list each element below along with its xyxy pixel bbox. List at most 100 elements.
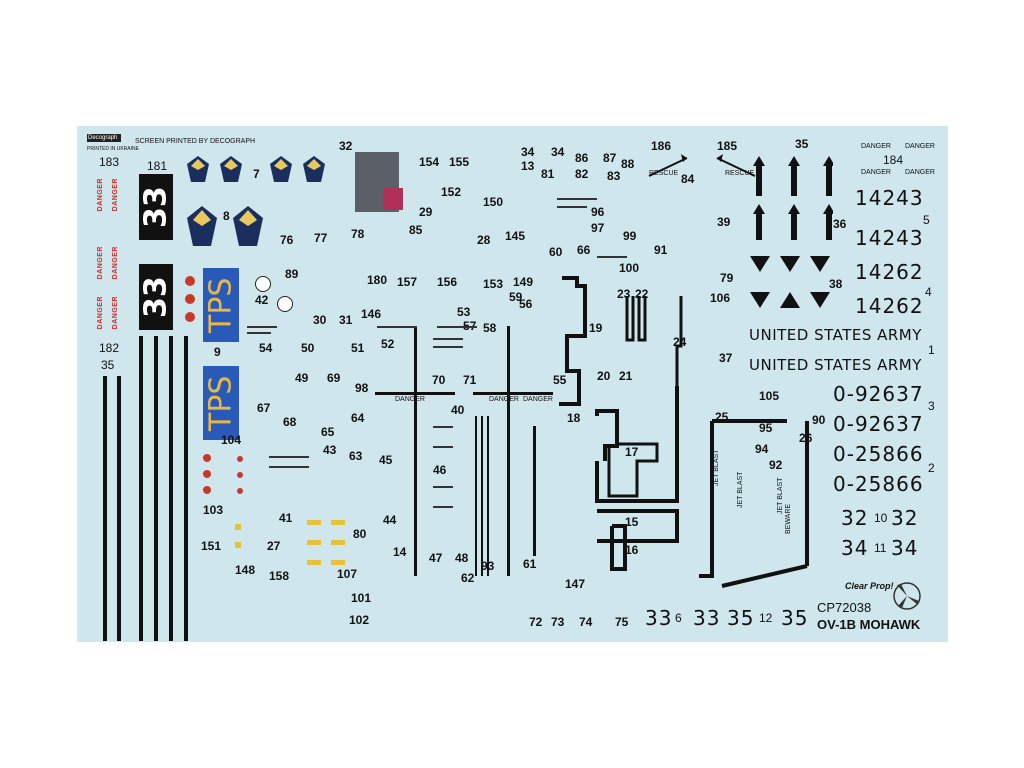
registration-number: 0-92637 (833, 382, 924, 406)
decal-number: 154 (419, 155, 440, 169)
decal-number: 98 (355, 381, 369, 395)
walkway-outline (559, 276, 683, 571)
danger-label: DANGER (489, 396, 519, 403)
stripe (154, 336, 158, 641)
danger-badge: DANGER (861, 143, 891, 150)
decal-number: 59 (509, 290, 523, 304)
placard (307, 520, 321, 525)
placard (307, 560, 321, 565)
roundel (203, 486, 211, 494)
decal-number: 29 (419, 205, 433, 219)
decal-number: 18 (567, 411, 581, 425)
roundel (185, 312, 195, 322)
decal-number: 35 (101, 358, 115, 372)
decal-number: 55 (553, 373, 567, 387)
decal-number: 45 (379, 453, 393, 467)
registration-number: 0-25866 (833, 472, 924, 496)
instrument-panel (383, 188, 403, 210)
decal-number: 62 (461, 571, 475, 585)
placard (433, 486, 453, 488)
placard (269, 466, 309, 468)
decal-number: 41 (279, 511, 293, 525)
decal-number: 82 (575, 167, 589, 181)
stripe (487, 416, 489, 576)
roundel (237, 488, 243, 494)
decal-number: 97 (591, 221, 605, 235)
beware-text: BEWARE (785, 503, 792, 534)
decal-number: 25 (715, 410, 729, 424)
decal-number: 24 (673, 335, 687, 349)
decal-number: 106 (710, 291, 731, 305)
product-name: OV-1B MOHAWK (817, 617, 921, 632)
decal-number: 80 (353, 527, 367, 541)
tail-number: 33 (693, 606, 721, 630)
decal-number: 153 (483, 277, 504, 291)
decal-number: 6 (675, 611, 682, 625)
serial-number: 14262 (855, 294, 924, 318)
placard (557, 206, 587, 208)
decal-number: 182 (99, 341, 120, 355)
tail-number: 35 (781, 606, 809, 630)
decal-number: 76 (280, 233, 294, 247)
decal-number: 2 (928, 461, 935, 475)
decal-number: 10 (874, 511, 888, 525)
decal-number: 20 (597, 369, 611, 383)
decal-number: 34 (521, 145, 535, 159)
tail-number: 32 (841, 506, 869, 530)
decal-number: 69 (327, 371, 341, 385)
decal-number: 34 (551, 145, 565, 159)
decal-number: 186 (651, 139, 672, 153)
decal-number: 36 (833, 217, 847, 231)
number-box-33: 33 (139, 264, 174, 330)
decal-number: 85 (409, 223, 423, 237)
registration-number: 0-25866 (833, 442, 924, 466)
decal-number: 105 (759, 389, 780, 403)
decal-number: 78 (351, 227, 365, 241)
roundel (185, 294, 195, 304)
decal-number: 52 (381, 337, 395, 351)
tps-marking: TPS (203, 366, 239, 440)
number-box-33: 33 (139, 174, 174, 240)
decal-number: 100 (619, 261, 640, 275)
decal-number: 27 (267, 539, 281, 553)
decal-number: 145 (505, 229, 526, 243)
placard (377, 326, 417, 328)
decal-number: 30 (313, 313, 327, 327)
decal-number: 77 (314, 231, 328, 245)
tail-number: 35 (727, 606, 755, 630)
decal-number: 4 (925, 285, 932, 299)
placard (247, 326, 277, 328)
decal-number: 32 (339, 139, 353, 153)
decal-number: 91 (654, 243, 668, 257)
eagle-crest-icon (220, 156, 242, 182)
danger-strip: DANGER (97, 246, 104, 280)
decal-number: 72 (529, 615, 543, 629)
decal-number: 13 (521, 159, 535, 173)
decal-number: 19 (589, 321, 603, 335)
placard (235, 542, 241, 548)
decal-number: 101 (351, 591, 372, 605)
stripe (117, 376, 121, 641)
decal-number: 8 (223, 209, 230, 223)
decal-number: 107 (337, 567, 358, 581)
placard (331, 520, 345, 525)
decal-number: 15 (625, 515, 639, 529)
decal-number: 104 (221, 433, 242, 447)
stripe (481, 416, 483, 576)
decal-number: 51 (351, 341, 365, 355)
serial-number: 14262 (855, 260, 924, 284)
eagle-crest-icon (303, 156, 325, 182)
decal-number: 35 (795, 137, 809, 151)
decal-number: 86 (575, 151, 589, 165)
decal-number: 99 (623, 229, 637, 243)
decal-number: 14 (393, 545, 407, 559)
decal-number: 90 (812, 413, 826, 427)
decal-number: 94 (755, 442, 769, 456)
decal-number: 58 (483, 321, 497, 335)
decal-number: 68 (283, 415, 297, 429)
decal-number: 37 (719, 351, 733, 365)
placard (433, 506, 453, 508)
roundel (185, 276, 195, 286)
stripe (414, 326, 417, 576)
decal-number: 53 (457, 305, 471, 319)
